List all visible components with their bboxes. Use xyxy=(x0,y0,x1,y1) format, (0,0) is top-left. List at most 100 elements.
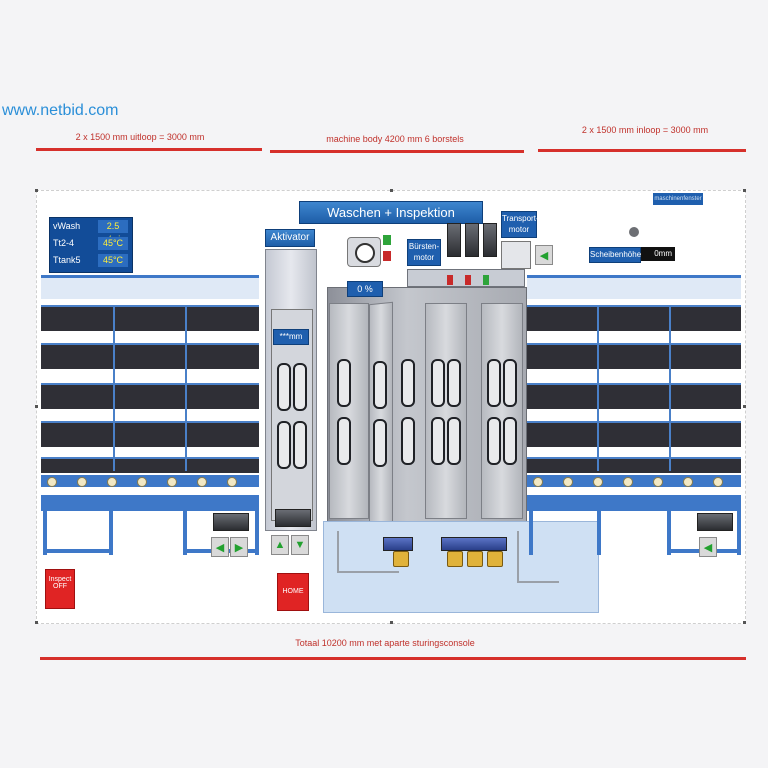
left-foot-rail xyxy=(43,549,111,553)
right-leg xyxy=(529,495,533,555)
right-conveyor-left-arrow-button[interactable]: ◀ xyxy=(699,537,717,557)
transport-left-arrow-button[interactable]: ◀ xyxy=(535,245,553,265)
right-belt-1 xyxy=(527,305,741,331)
right-belt-2 xyxy=(527,343,741,369)
aktivator-value: ***mm xyxy=(273,329,309,345)
aktivator-label: Aktivator xyxy=(265,229,315,247)
inspect-off-button[interactable]: Inspect OFF xyxy=(45,569,75,609)
status-led-green xyxy=(483,275,489,285)
info-label: Ttank5 xyxy=(53,255,81,265)
home-button[interactable]: HOME xyxy=(277,573,309,611)
hmi-screen: vWash 2.5 m/min Tt2-4 45°C Ttank5 45°C ◀… xyxy=(36,190,746,624)
dimension-right-label: 2 x 1500 mm inloop = 3000 mm xyxy=(581,125,709,135)
pump xyxy=(447,551,463,567)
info-label: vWash xyxy=(53,221,81,231)
roller xyxy=(623,477,633,487)
down-arrow-button[interactable]: ▼ xyxy=(291,535,309,555)
up-arrow-button[interactable]: ▲ xyxy=(271,535,289,555)
brush-motor xyxy=(447,223,461,257)
status-led-red xyxy=(465,275,471,285)
left-belt-2 xyxy=(41,343,259,369)
dimension-middle-label: machine body 4200 mm 6 borstels xyxy=(326,134,464,144)
aktivator-window xyxy=(277,421,291,469)
resize-handle[interactable] xyxy=(743,405,746,408)
water-tank xyxy=(323,521,599,613)
resize-handle[interactable] xyxy=(390,621,393,624)
resize-handle[interactable] xyxy=(35,189,38,192)
aktivator-motor xyxy=(275,509,311,527)
machine-door xyxy=(425,303,467,519)
info-label: Tt2-4 xyxy=(53,238,75,248)
status-led-green xyxy=(383,235,391,245)
pipe xyxy=(337,531,399,573)
pump xyxy=(393,551,409,567)
right-conveyor-top-rail xyxy=(527,275,741,278)
right-leg xyxy=(667,511,671,555)
left-belt-1 xyxy=(41,305,259,331)
info-row-tt: Tt2-4 45°C xyxy=(50,235,132,252)
bursten-motor-label: Bürsten- motor xyxy=(407,239,441,266)
dimension-left-label: 2 x 1500 mm uitloop = 3000 mm xyxy=(75,132,205,142)
left-belt-4 xyxy=(41,421,259,447)
resize-handle[interactable] xyxy=(35,621,38,624)
machine-title: Waschen + Inspektion xyxy=(299,201,483,224)
machine-window xyxy=(503,359,517,407)
right-belt-4 xyxy=(527,421,741,447)
pipe xyxy=(517,531,559,583)
right-arrow-button[interactable]: ▶ xyxy=(230,537,248,557)
roller xyxy=(197,477,207,487)
aktivator-window xyxy=(293,421,307,469)
left-belt-divider xyxy=(185,305,187,471)
machine-window xyxy=(487,359,501,407)
roller xyxy=(653,477,663,487)
roller xyxy=(137,477,147,487)
aktivator-window xyxy=(277,363,291,411)
machine-window xyxy=(401,417,415,465)
resize-handle[interactable] xyxy=(35,405,38,408)
right-belt-3 xyxy=(527,383,741,409)
info-value: 45°C xyxy=(98,237,128,250)
machine-door xyxy=(481,303,523,519)
pump xyxy=(467,551,483,567)
left-drive-motor xyxy=(213,513,249,531)
left-conveyor-top-frame xyxy=(41,277,259,299)
machine-window xyxy=(503,417,517,465)
info-row-ttank: Ttank5 45°C xyxy=(50,252,132,269)
aktivator-window xyxy=(293,363,307,411)
sensor-icon xyxy=(629,227,639,237)
fan-icon xyxy=(355,243,375,263)
dimension-total-line xyxy=(40,657,746,660)
resize-handle[interactable] xyxy=(743,621,746,624)
machine-window xyxy=(337,359,351,407)
left-arrow-button[interactable]: ◀ xyxy=(211,537,229,557)
resize-handle[interactable] xyxy=(743,189,746,192)
dimension-total-label: Totaal 10200 mm met aparte sturingsconso… xyxy=(295,638,475,648)
process-info-panel: vWash 2.5 m/min Tt2-4 45°C Ttank5 45°C xyxy=(49,217,133,273)
roller xyxy=(713,477,723,487)
status-led-red xyxy=(447,275,453,285)
right-belt-divider xyxy=(597,305,599,471)
roller xyxy=(533,477,543,487)
watermark-text: www.netbid.com xyxy=(2,102,119,119)
right-base-rail xyxy=(527,495,741,511)
machine-window xyxy=(337,417,351,465)
pump xyxy=(487,551,503,567)
left-belt-3 xyxy=(41,383,259,409)
machine-door xyxy=(329,303,369,519)
roller xyxy=(593,477,603,487)
scheibenhohe-value: 0mm xyxy=(641,247,675,261)
machine-window xyxy=(373,419,387,467)
status-led-red xyxy=(383,251,391,261)
machine-window xyxy=(487,417,501,465)
scheibenhohe-label: Scheibenhöhe xyxy=(589,247,641,263)
brush-motor xyxy=(483,223,497,257)
left-leg xyxy=(183,511,187,555)
left-belt-divider xyxy=(113,305,115,471)
info-value: 45°C xyxy=(98,254,128,267)
dimension-middle-line xyxy=(270,150,524,153)
left-leg xyxy=(43,495,47,555)
machine-window xyxy=(401,359,415,407)
resize-handle[interactable] xyxy=(390,189,393,192)
left-base-rail xyxy=(41,495,259,511)
roller xyxy=(563,477,573,487)
